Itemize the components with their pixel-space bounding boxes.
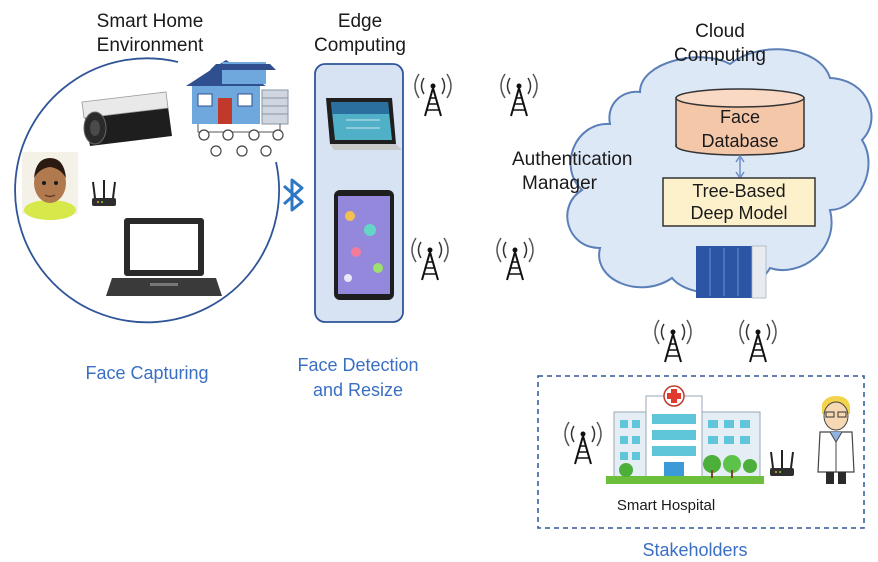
smart-home-title-line2: Environment	[96, 35, 204, 56]
stakeholders-label: Stakeholders	[642, 540, 748, 560]
server-rack-icon	[696, 245, 767, 299]
smart-hospital-label: Smart Hospital	[616, 497, 716, 514]
laptop-icon	[106, 218, 222, 296]
hospital-icon	[606, 385, 764, 484]
face-detection-label-line1: Face Detection	[297, 355, 419, 375]
tree-model-box	[662, 177, 816, 227]
smart-home-boundary	[14, 57, 280, 324]
stakeholders-box	[537, 375, 865, 529]
tree-model-label-line2: Deep Model	[690, 203, 788, 223]
cell-tower-icon	[500, 73, 538, 117]
cell-tower-icon	[414, 73, 452, 117]
edge-computing-title-line2: Computing	[314, 35, 406, 56]
tablet-icon	[326, 98, 402, 150]
face-detection-label-line2: and Resize	[312, 380, 404, 400]
wifi-router-icon	[91, 179, 117, 207]
cell-tower-icon	[564, 421, 602, 465]
cloud-computing-title-line1: Cloud	[695, 21, 745, 42]
house-icon	[186, 60, 289, 157]
authentication-manager-line2: Manager	[522, 173, 597, 194]
cell-tower-icon	[496, 237, 534, 281]
edge-computing-title-line1: Edge	[337, 11, 383, 32]
doctor-icon	[817, 396, 855, 484]
cell-tower-icon	[654, 319, 692, 363]
cell-tower-icon	[739, 319, 777, 363]
cloud-computing-title-line2: Computing	[674, 45, 766, 66]
child-photo-icon	[22, 152, 78, 220]
face-capturing-label: Face Capturing	[85, 363, 209, 383]
authentication-manager-line1: Authentication	[512, 149, 633, 170]
wifi-router-icon	[769, 449, 795, 477]
cell-tower-icon	[411, 237, 449, 281]
tree-model-label-line1: Tree-Based	[692, 181, 786, 201]
ipad-icon	[334, 190, 394, 300]
face-database-label-line1: Face	[719, 107, 761, 127]
cctv-camera-icon	[81, 91, 172, 146]
face-database-label-line2: Database	[701, 131, 779, 151]
bluetooth-icon	[283, 178, 304, 212]
smart-home-title-line1: Smart Home	[96, 11, 204, 32]
